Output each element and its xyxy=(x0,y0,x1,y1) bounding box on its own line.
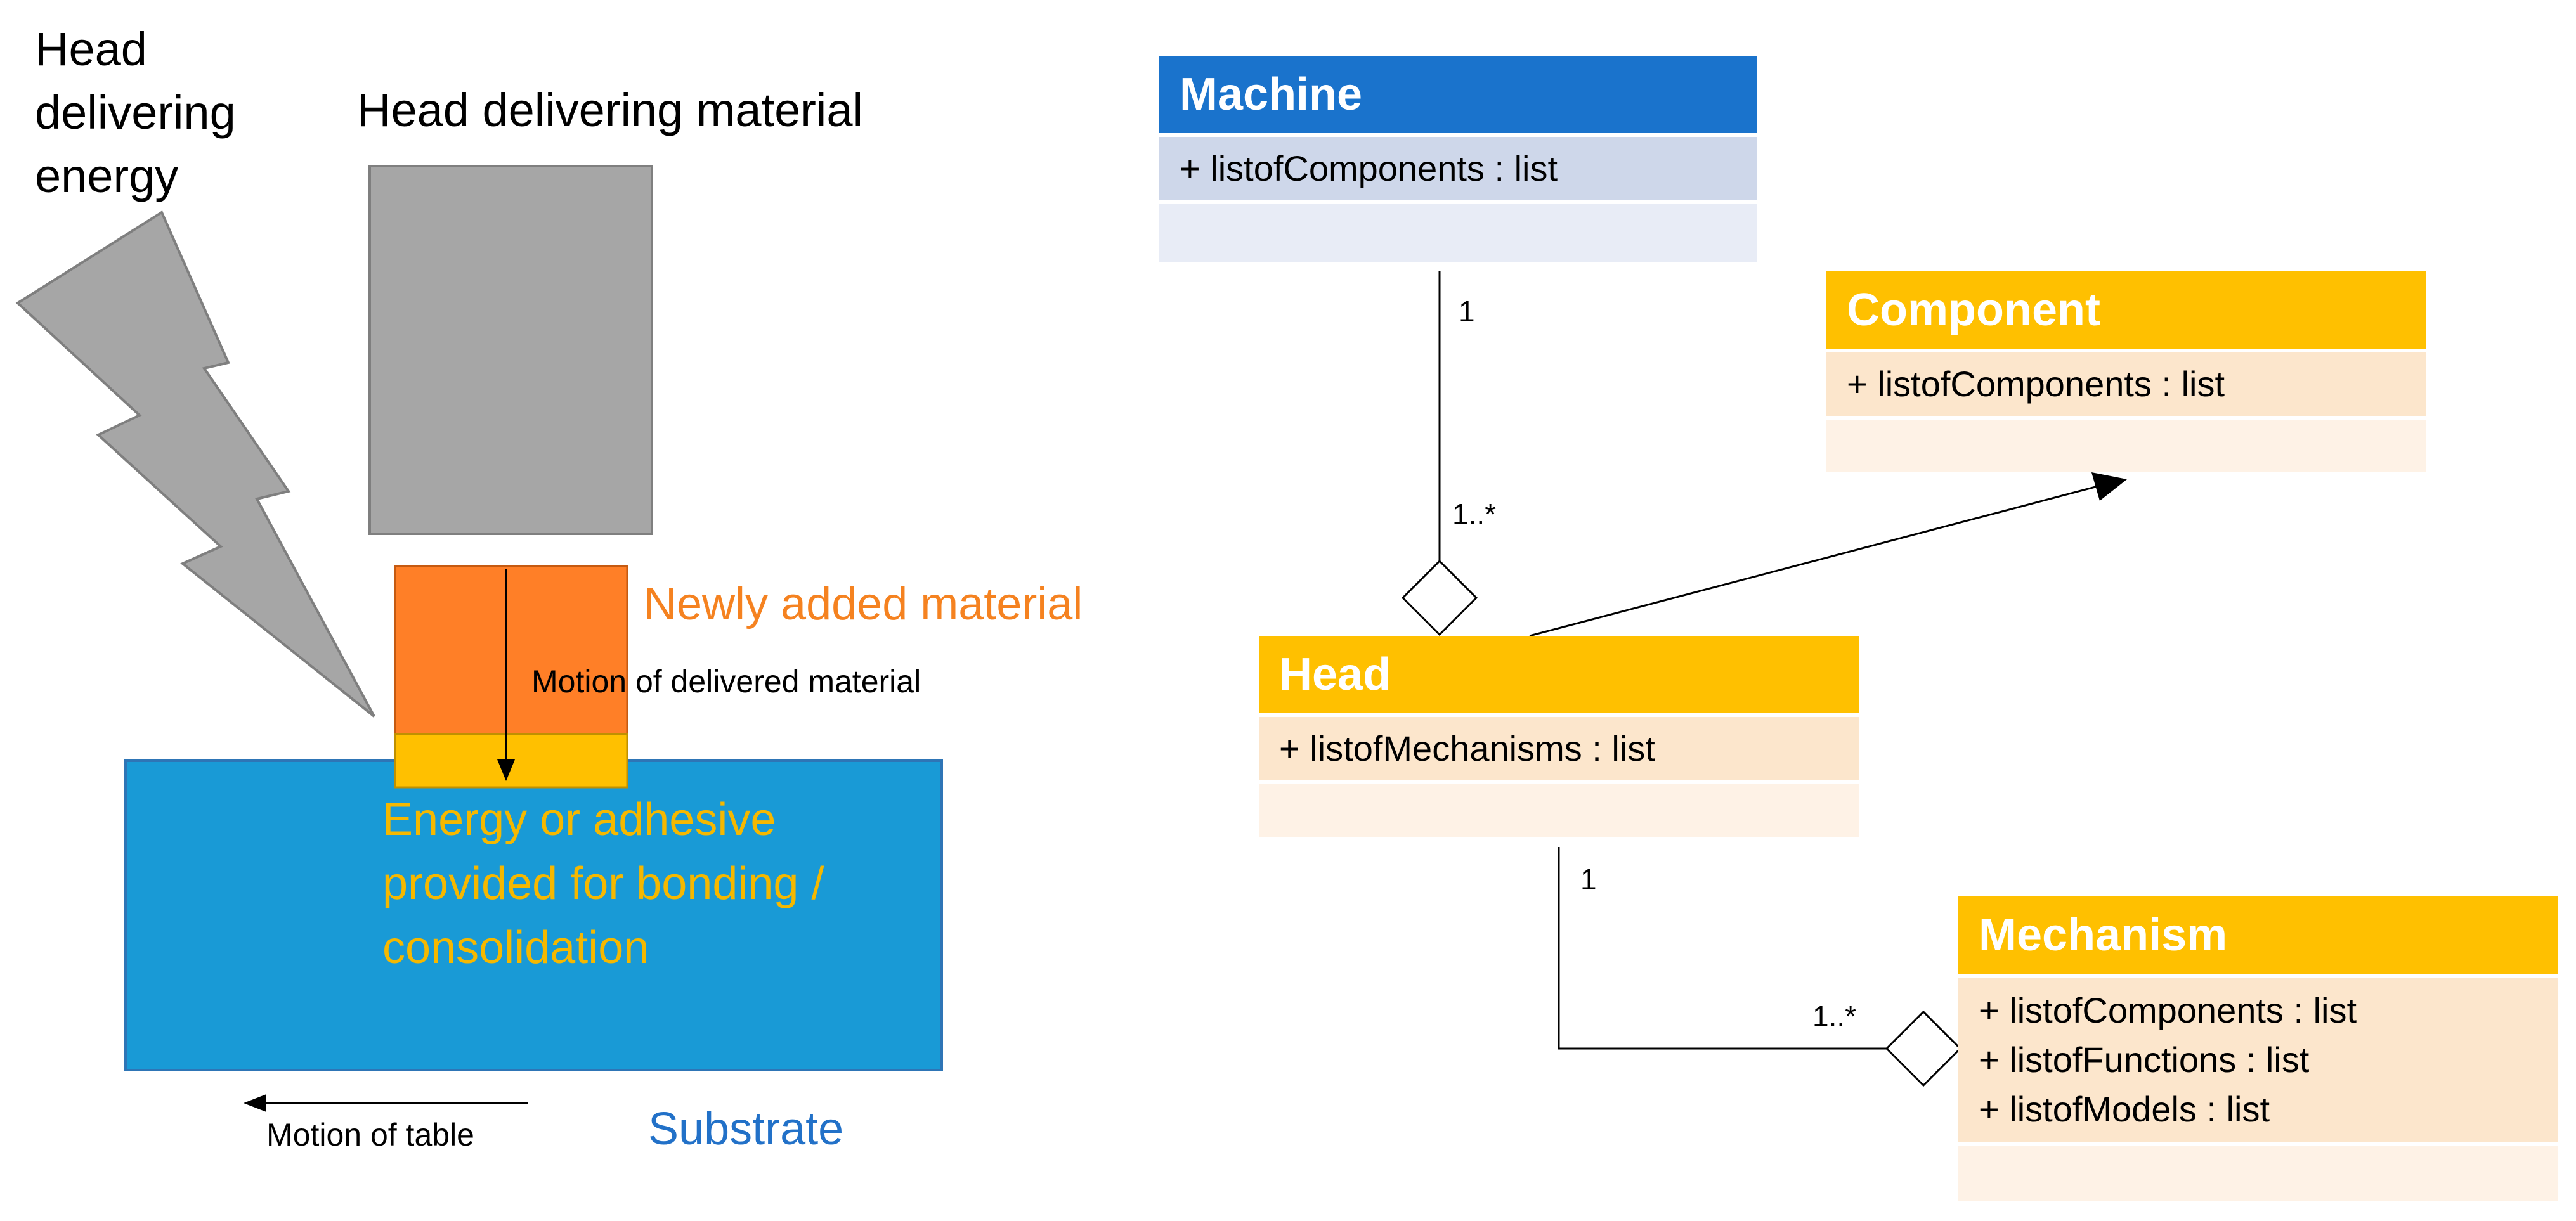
attribute: + listofComponents : list xyxy=(1847,364,2225,404)
class-component-attributes: + listofComponents : list xyxy=(1826,352,2426,416)
class-head-operations xyxy=(1259,784,1859,837)
material-motion-arrow xyxy=(497,759,515,781)
attribute: + listofMechanisms : list xyxy=(1279,728,1655,768)
multiplicity-mechanism-end: 1..* xyxy=(1812,1000,1857,1033)
attribute: + listofComponents : list xyxy=(1979,990,2357,1030)
multiplicity-head-end: 1..* xyxy=(1452,498,1497,531)
substrate-label: Substrate xyxy=(648,1104,844,1154)
class-mechanism-operations xyxy=(1958,1146,2558,1201)
attribute: + listofFunctions : list xyxy=(1979,1040,2310,1080)
class-head-name: Head xyxy=(1259,636,1859,713)
material-motion-label: Motion of delivered material xyxy=(531,664,921,699)
multiplicity-machine-end: 1 xyxy=(1459,295,1475,328)
class-machine: Machine + listofComponents : list xyxy=(1159,56,1757,262)
class-head: Head + listofMechanisms : list xyxy=(1259,636,1859,837)
class-component: Component + listofComponents : list xyxy=(1826,271,2426,472)
head-component-arrow xyxy=(2091,472,2127,501)
class-component-name: Component xyxy=(1826,271,2426,349)
class-machine-operations xyxy=(1159,204,1757,262)
class-mechanism-attributes: + listofComponents : list + listofFuncti… xyxy=(1958,978,2558,1142)
energy-adhesive-label: Energy or adhesive provided for bonding … xyxy=(382,794,824,973)
table-motion-label: Motion of table xyxy=(266,1117,474,1153)
material-head-block xyxy=(368,165,653,535)
energy-head-label: Head delivering energy xyxy=(35,23,236,202)
machine-head-aggregation-diamond xyxy=(1401,559,1478,636)
head-mechanism-aggregation-diamond xyxy=(1885,1010,1962,1087)
class-machine-name: Machine xyxy=(1159,56,1757,133)
table-motion-arrow xyxy=(244,1094,266,1112)
class-mechanism: Mechanism + listofComponents : list + li… xyxy=(1958,896,2558,1201)
energy-head-bolt xyxy=(15,210,375,718)
attribute: + listofComponents : list xyxy=(1180,148,1558,188)
class-component-operations xyxy=(1826,420,2426,472)
new-material-label: Newly added material xyxy=(644,579,1083,630)
new-material-block xyxy=(394,565,628,735)
class-head-attributes: + listofMechanisms : list xyxy=(1259,717,1859,780)
class-machine-attributes: + listofComponents : list xyxy=(1159,137,1757,200)
attribute: + listofModels : list xyxy=(1979,1089,2270,1129)
substrate-block xyxy=(124,759,943,1071)
multiplicity-head-to-mechanism: 1 xyxy=(1580,863,1597,896)
material-head-label: Head delivering material xyxy=(357,84,863,136)
class-mechanism-name: Mechanism xyxy=(1958,896,2558,974)
